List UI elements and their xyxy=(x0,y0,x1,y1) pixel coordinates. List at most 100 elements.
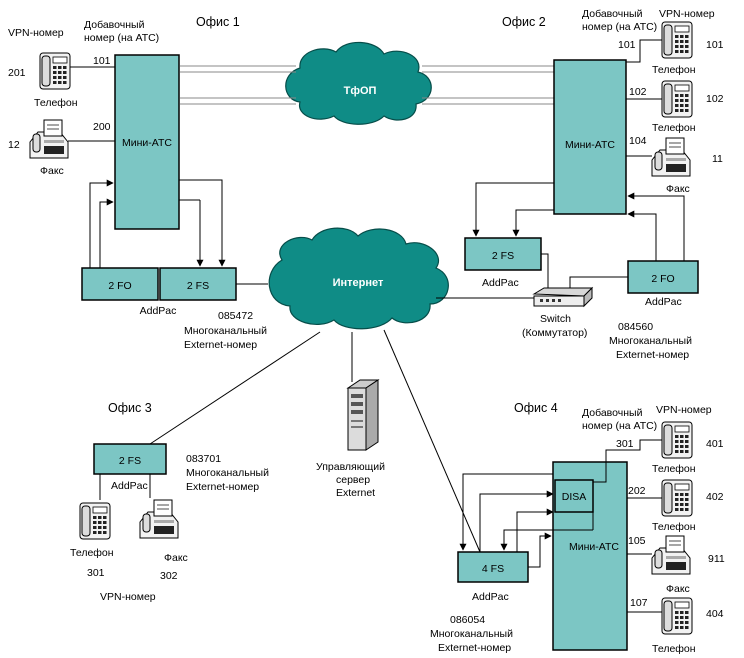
office2-phone2-icon xyxy=(661,80,693,118)
office3-ext-number: 083701 xyxy=(186,453,221,465)
office4-ext-number: 086054 xyxy=(450,614,485,626)
office2-ext-header-1: Добавочный xyxy=(582,8,643,20)
office1-addpac-fo xyxy=(81,267,159,301)
office4-fax-vpn: 911 xyxy=(708,553,725,565)
office4-addpac-fs xyxy=(457,551,529,583)
office1-fs-label: 2 FS xyxy=(187,280,209,292)
office1-phone-vpn: 201 xyxy=(8,67,26,79)
office4-vpn-header: VPN-номер xyxy=(656,404,712,416)
office1-phone-label: Телефон xyxy=(34,97,78,109)
office1: Офис 1 VPN-номер Добавочный номер (на АТ… xyxy=(8,15,268,351)
office4-phone1-icon xyxy=(661,421,693,459)
office2-phone2-label: Телефон xyxy=(652,122,696,134)
office4-fs-label: 4 FS xyxy=(482,563,504,575)
office2-fax-ext: 104 xyxy=(629,135,647,147)
office4-disa-label: DISA xyxy=(562,491,587,503)
office3-fax-icon xyxy=(139,499,179,539)
office1-phone-icon xyxy=(39,52,71,90)
office4-ext-header-2: номер (на АТС) xyxy=(582,420,657,432)
office1-fax-icon xyxy=(29,119,69,159)
office3-ext-desc-2: Externet-номер xyxy=(186,481,259,493)
office2-pbx xyxy=(553,59,627,215)
internet-label: Интернет xyxy=(333,277,384,289)
office1-addpac-fs xyxy=(159,267,237,301)
office4-phone2-vpn: 402 xyxy=(706,491,724,503)
office4-fax-ext: 105 xyxy=(628,535,646,547)
office1-fo-label: 2 FO xyxy=(108,280,131,292)
office1-ext-number: 085472 xyxy=(218,310,253,322)
office2-ext-header-2: номер (на АТС) xyxy=(582,21,657,33)
office4-pbx-label: Мини-АТС xyxy=(569,541,619,553)
office1-vpn-header: VPN-номер xyxy=(8,27,64,39)
office4-phone1-label: Телефон xyxy=(652,463,696,475)
office1-fax-label: Факс xyxy=(40,165,64,177)
office4-ext-desc-1: Многоканальный xyxy=(430,628,513,640)
office3-fs-label: 2 FS xyxy=(119,455,141,467)
pstn-trunks xyxy=(180,65,554,105)
office3: Офис 3 2 FS AddPac 083701 Многоканальный… xyxy=(70,401,269,603)
office2-fo-label: 2 FO xyxy=(651,273,674,285)
office3-addpac-fs xyxy=(93,443,167,475)
office2-fs-label: 2 FS xyxy=(492,250,514,262)
office2-fs-addpac: AddPac xyxy=(482,277,519,289)
office3-addpac-label: AddPac xyxy=(111,480,148,492)
office3-fax-label: Факс xyxy=(164,552,188,564)
office4: Офис 4 Добавочный номер (на АТС) VPN-ном… xyxy=(430,401,725,655)
office1-title: Офис 1 xyxy=(196,15,240,29)
office3-phone-icon xyxy=(79,502,111,540)
office2-phone1-icon xyxy=(661,21,693,59)
office3-ext-desc-1: Многоканальный xyxy=(186,467,269,479)
office1-pbx-label: Мини-АТС xyxy=(122,137,172,149)
office3-fax-vpn: 302 xyxy=(160,570,178,582)
office1-phone-ext: 101 xyxy=(93,55,111,67)
office2-switch-label-1: Switch xyxy=(540,313,571,325)
office4-fax-label: Факс xyxy=(666,583,690,595)
office2-ext-number: 084560 xyxy=(618,321,653,333)
office4-phone3-label: Телефон xyxy=(652,643,696,655)
office3-phone-vpn: 301 xyxy=(87,567,105,579)
internet-cloud: Интернет xyxy=(268,227,449,330)
office4-phone1-ext: 301 xyxy=(616,438,634,450)
office2: Офис 2 Добавочный номер (на АТС) VPN-ном… xyxy=(436,8,724,361)
office4-disa xyxy=(554,479,594,513)
office4-title: Офис 4 xyxy=(514,401,558,415)
office4-phone1-vpn: 401 xyxy=(706,438,724,450)
office1-addpac-label: AddPac xyxy=(140,305,177,317)
office4-fax-icon xyxy=(651,535,691,575)
office2-fax-label: Факс xyxy=(666,183,690,195)
office2-phone1-label: Телефон xyxy=(652,64,696,76)
server-label-1: Управляющий xyxy=(316,461,385,473)
office2-fo-addpac: AddPac xyxy=(645,296,682,308)
office4-ext-desc-2: Externet-номер xyxy=(438,642,511,654)
pstn-label: ТфОП xyxy=(344,85,377,97)
office1-ext-desc-2: Externet-номер xyxy=(184,339,257,351)
office2-phone2-vpn: 102 xyxy=(706,93,724,105)
office2-addpac-fo xyxy=(627,260,699,294)
office2-phone2-ext: 102 xyxy=(629,86,647,98)
office4-phone3-vpn: 404 xyxy=(706,608,724,620)
office2-phone1-ext: 101 xyxy=(618,39,636,51)
office1-ext-header-1: Добавочный xyxy=(84,19,145,31)
office4-phone2-label: Телефон xyxy=(652,521,696,533)
internet-links xyxy=(149,329,481,553)
office1-fax-vpn: 12 xyxy=(8,139,20,151)
office1-ext-header-2: номер (на АТС) xyxy=(84,32,159,44)
office2-ext-desc-1: Многоканальный xyxy=(609,335,692,347)
server-icon xyxy=(346,379,380,451)
office2-addpac-fs xyxy=(464,237,542,271)
office2-switch-label-2: (Коммутатор) xyxy=(522,327,587,339)
office3-vpn-header: VPN-номер xyxy=(100,591,156,603)
office4-addpac-label: AddPac xyxy=(472,591,509,603)
server-label-2: сервер xyxy=(336,474,370,486)
office2-pbx-label: Мини-АТС xyxy=(565,139,615,151)
server-label-3: Externet xyxy=(336,487,375,499)
office1-fax-ext: 200 xyxy=(93,121,111,133)
office3-phone-label: Телефон xyxy=(70,547,114,559)
office2-fax-icon xyxy=(651,137,691,177)
office2-vpn-header: VPN-номер xyxy=(659,8,715,20)
office2-phone1-vpn: 101 xyxy=(706,39,724,51)
office1-pbx xyxy=(114,54,180,230)
office4-phone3-ext: 107 xyxy=(630,597,648,609)
office2-ext-desc-2: Externet-номер xyxy=(616,349,689,361)
